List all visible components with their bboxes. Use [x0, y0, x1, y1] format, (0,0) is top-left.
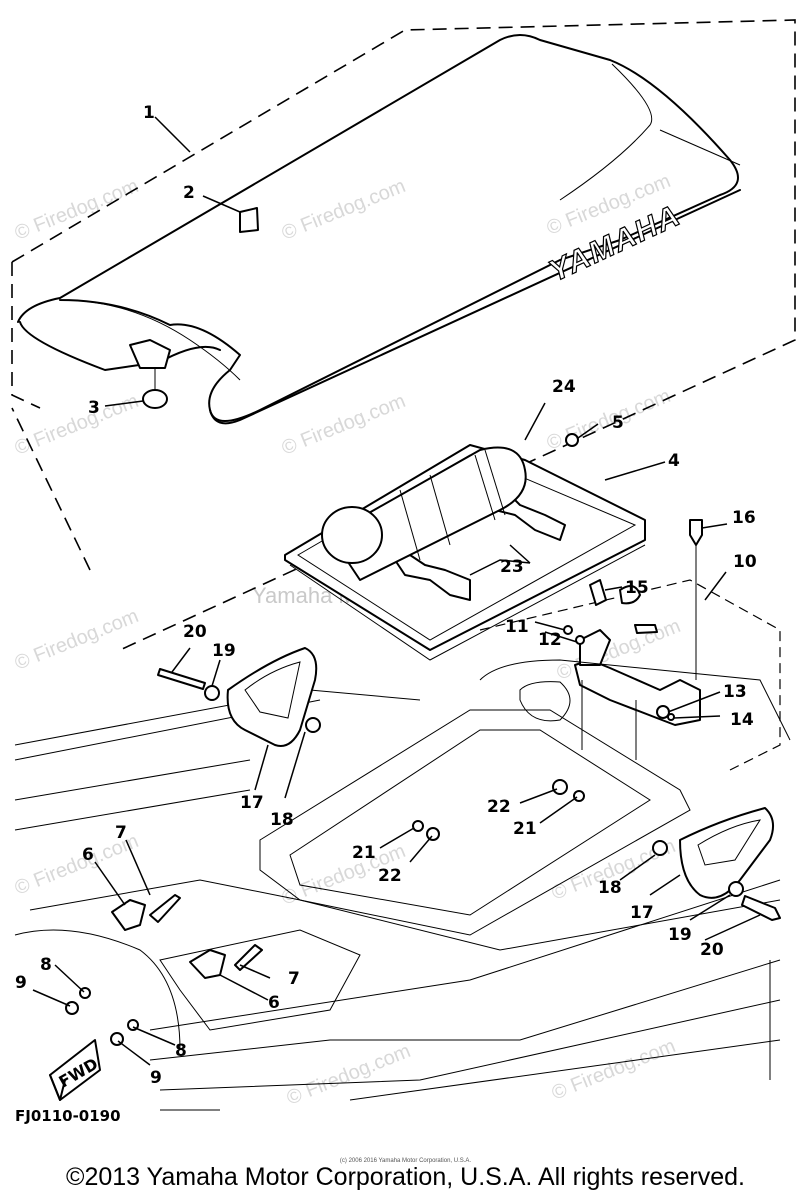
watermark-firedog: © Firedog.com	[284, 1040, 414, 1110]
tool-kit-part	[321, 446, 527, 581]
callout-7: 7	[288, 969, 300, 989]
bolt-part	[689, 519, 703, 546]
washer-part	[305, 717, 321, 733]
callout-7: 7	[115, 823, 127, 843]
leader-lines	[32, 116, 761, 1066]
callout-17: 17	[240, 793, 264, 813]
grab-handles	[157, 647, 781, 921]
watermark-firedog: © Firedog.com	[12, 175, 142, 245]
callout-23: 23	[500, 557, 524, 577]
callout-8: 8	[40, 955, 52, 975]
callout-19: 19	[668, 925, 692, 945]
callout-13: 13	[723, 682, 747, 702]
callout-11: 11	[505, 617, 529, 637]
callout-5: 5	[612, 413, 624, 433]
callout-4: 4	[668, 451, 680, 471]
copyright-footer: ©2013 Yamaha Motor Corporation, U.S.A. A…	[66, 1163, 745, 1191]
seat-damper-part	[142, 389, 168, 409]
clip-part	[565, 433, 579, 447]
small-copyright-notice: (c) 2006 2016 Yamaha Motor Corporation, …	[339, 1158, 472, 1164]
callout-12: 12	[538, 630, 562, 650]
callout-6: 6	[268, 993, 280, 1013]
seat-clip-part	[239, 207, 259, 233]
bolt-part	[234, 944, 263, 971]
holder-part	[394, 554, 471, 601]
bolt-part	[149, 894, 181, 923]
front-hinges: FWD	[49, 894, 263, 1101]
grab-handle-part	[226, 647, 318, 747]
bolt-part	[157, 668, 206, 690]
watermark-firedog: © Firedog.com	[279, 175, 409, 245]
callout-17: 17	[630, 903, 654, 923]
washer-part	[204, 685, 220, 701]
callout-19: 19	[212, 641, 236, 661]
grab-handle-part	[679, 807, 775, 899]
washer-part	[728, 881, 744, 897]
bolt-part	[741, 895, 781, 921]
hinge-part	[111, 899, 146, 931]
callout-22: 22	[378, 866, 402, 886]
callout-2: 2	[183, 183, 195, 203]
callout-24: 24	[552, 377, 576, 397]
watermark-firedog: © Firedog.com	[12, 605, 142, 675]
callout-14: 14	[730, 710, 754, 730]
callout-16: 16	[732, 508, 756, 528]
callout-8: 8	[175, 1041, 187, 1061]
callout-3: 3	[88, 398, 100, 418]
callout-21: 21	[513, 819, 537, 839]
storage-box	[284, 433, 646, 661]
watermark-firedog: © Firedog.com	[279, 390, 409, 460]
callout-20: 20	[700, 940, 724, 960]
figure-code: FJ0110-0190	[15, 1107, 121, 1125]
callout-21: 21	[352, 843, 376, 863]
latch-assembly	[479, 519, 781, 771]
callout-9: 9	[15, 973, 27, 993]
callout-6: 6	[82, 845, 94, 865]
callout-labels: 1 2 3 4 5 6 6 7 7 8 8 9 9 10 11 12 13 14…	[15, 103, 757, 1088]
callout-9: 9	[150, 1068, 162, 1088]
callout-10: 10	[733, 552, 757, 572]
callout-22: 22	[487, 797, 511, 817]
callout-1: 1	[143, 103, 155, 123]
callout-18: 18	[270, 810, 294, 830]
callout-15: 15	[625, 578, 649, 598]
hinge-part	[189, 949, 226, 979]
callout-20: 20	[183, 622, 207, 642]
forward-arrow-icon: FWD	[49, 1039, 101, 1101]
callout-18: 18	[598, 878, 622, 898]
washer-part	[652, 840, 668, 856]
